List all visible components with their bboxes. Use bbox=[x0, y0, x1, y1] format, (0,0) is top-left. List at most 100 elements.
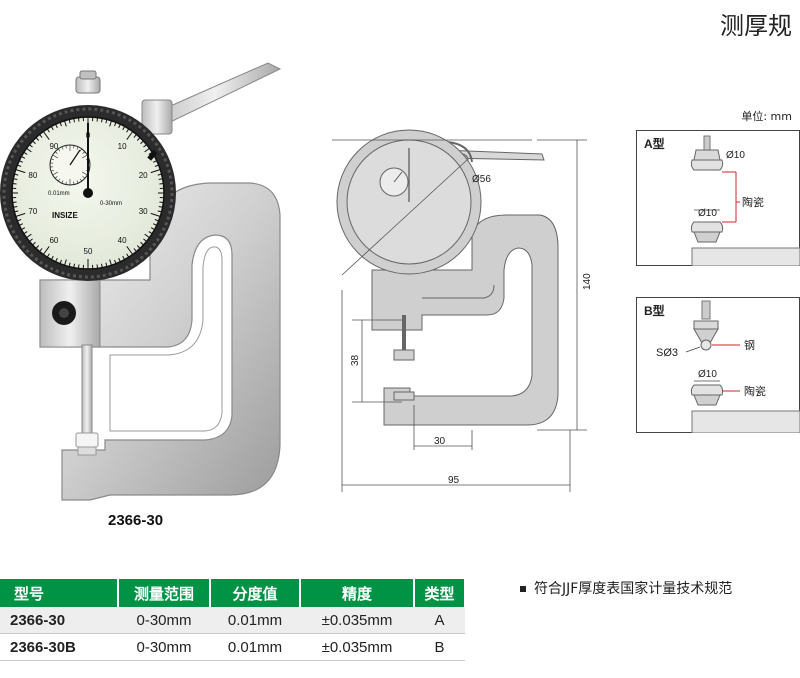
subdial-tick bbox=[73, 181, 75, 185]
dial-tick bbox=[23, 151, 28, 155]
dial-tick bbox=[118, 257, 121, 262]
dial-tick bbox=[29, 238, 33, 242]
dial-tick bbox=[21, 227, 26, 231]
dial-tick bbox=[140, 140, 144, 145]
subdial-tick bbox=[50, 169, 54, 172]
subdial-tick bbox=[52, 171, 59, 176]
dial-tick bbox=[15, 212, 26, 217]
dial-tick bbox=[55, 124, 58, 129]
dial-tick bbox=[59, 122, 62, 127]
dial-tick bbox=[23, 231, 28, 235]
dial-tick bbox=[29, 144, 33, 148]
dial-tick bbox=[126, 131, 134, 140]
dial-tick bbox=[126, 246, 134, 255]
dial-tick bbox=[14, 210, 19, 213]
subdial-tick bbox=[82, 176, 86, 179]
dial-tick bbox=[13, 206, 18, 208]
dial-tick bbox=[46, 253, 50, 258]
dial-tick bbox=[17, 219, 22, 222]
dial-tick bbox=[68, 119, 71, 124]
subdial-tick bbox=[73, 145, 75, 149]
dial-tick bbox=[109, 259, 112, 266]
type-b-ball: SØ3 bbox=[656, 347, 678, 359]
dim-width: 95 bbox=[448, 475, 460, 486]
type-b-label: B型 bbox=[644, 303, 665, 318]
dial-tick bbox=[150, 227, 155, 231]
type-b-detail: B型 SØ3 钢 Ø10 陶瓷 bbox=[636, 297, 800, 433]
cell-resolution: 0.01mm bbox=[210, 607, 300, 634]
dial-tick bbox=[50, 255, 54, 260]
dial-tick bbox=[101, 263, 103, 268]
dial-tick bbox=[39, 134, 43, 138]
dial-tick bbox=[55, 257, 58, 262]
dial-tick bbox=[143, 144, 147, 148]
dim-diameter: Ø56 bbox=[472, 174, 491, 185]
dial-tick bbox=[13, 178, 18, 180]
subdial-tick bbox=[76, 146, 79, 150]
dial-tick bbox=[140, 241, 144, 246]
dial-tick bbox=[46, 128, 50, 133]
dial-tick bbox=[136, 137, 141, 141]
type-b-lower-dia: Ø10 bbox=[698, 369, 717, 380]
cell-model: 2366-30 bbox=[0, 607, 118, 634]
cell-type: B bbox=[414, 633, 465, 661]
subdial-tick bbox=[65, 181, 67, 185]
bullet-icon bbox=[520, 586, 526, 592]
dial-tick bbox=[133, 248, 137, 252]
subdial-tick bbox=[76, 180, 79, 184]
cell-accuracy: ±0.035mm bbox=[300, 633, 414, 661]
dial-tick bbox=[26, 233, 32, 239]
cell-range: 0-30mm bbox=[118, 633, 210, 661]
dial-scale-label: 80 bbox=[28, 171, 37, 180]
dial-scale-label: 50 bbox=[84, 247, 93, 256]
unit-label: 单位: mm bbox=[741, 110, 792, 123]
dial-tick bbox=[12, 182, 17, 185]
type-b-ball-material: 钢 bbox=[744, 339, 755, 352]
subdial-tick bbox=[79, 148, 82, 152]
dial-tick bbox=[21, 155, 26, 159]
subdial-tick bbox=[81, 154, 88, 159]
dial-tick bbox=[12, 201, 17, 204]
dial-tick bbox=[19, 223, 24, 226]
dial-tick bbox=[126, 253, 130, 258]
dial-tick bbox=[159, 182, 164, 185]
page-title: 测厚规 bbox=[720, 12, 792, 40]
col-header-range: 测量范围 bbox=[118, 579, 211, 607]
dial-tick bbox=[157, 173, 162, 176]
col-header-accuracy: 精度 bbox=[300, 579, 415, 607]
type-a-detail: A型 Ø10 Ø10 陶瓷 bbox=[636, 130, 800, 266]
dial-scale-label: 40 bbox=[118, 236, 127, 245]
dial-tick bbox=[96, 117, 99, 122]
table-row: 2366-30 0-30mm 0.01mm ±0.035mm A bbox=[0, 607, 465, 634]
subdial-tick bbox=[65, 145, 67, 149]
dial-tick bbox=[68, 262, 71, 267]
dial-tick bbox=[77, 264, 80, 269]
col-header-resolution: 分度值 bbox=[210, 579, 301, 607]
dial-tick bbox=[73, 118, 75, 123]
dial-tick bbox=[154, 219, 159, 222]
dial-tick bbox=[136, 245, 141, 249]
dial-scale-label: 70 bbox=[28, 207, 37, 216]
dial-tick bbox=[122, 126, 126, 131]
dial-tick bbox=[158, 206, 163, 208]
subdial-tick bbox=[61, 180, 64, 184]
subdial-tick bbox=[52, 154, 59, 159]
product-model-caption: 2366-30 bbox=[108, 512, 164, 529]
type-a-label: A型 bbox=[644, 136, 665, 151]
subdial-tick bbox=[54, 176, 58, 179]
dial-tick bbox=[157, 210, 162, 213]
type-a-upper-dia: Ø10 bbox=[726, 150, 745, 161]
product-photo: 0102030405060708090 INSIZE 0-30mm 0.01mm bbox=[0, 62, 282, 501]
dial-tick bbox=[64, 120, 67, 127]
compliance-note-text: 符合JJF厚度表国家计量技术规范 bbox=[534, 581, 733, 597]
dial-tick bbox=[35, 245, 40, 249]
dial-tick bbox=[159, 201, 164, 204]
dial-tick bbox=[26, 147, 32, 153]
spec-table-header: 型号 测量范围 分度值 精度 类型 bbox=[0, 579, 466, 607]
dial-tick bbox=[14, 173, 19, 176]
dial-tick bbox=[35, 137, 40, 141]
cell-model: 2366-30B bbox=[0, 633, 118, 661]
dial-range-text: 0-30mm bbox=[100, 201, 122, 207]
dim-height: 140 bbox=[582, 273, 593, 290]
col-header-type: 类型 bbox=[414, 579, 466, 607]
